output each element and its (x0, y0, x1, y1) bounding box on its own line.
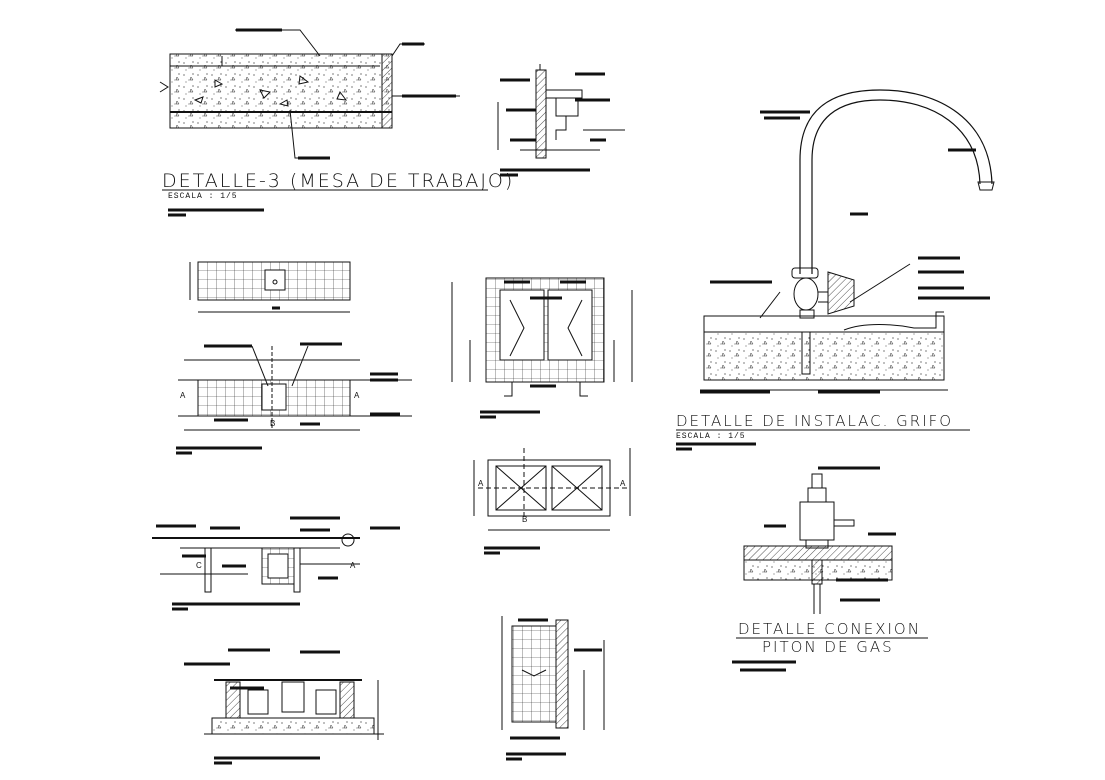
mesa-title: DETALLE-3 (MESA DE TRABAJO) (162, 170, 515, 192)
section-mark-b: B (270, 419, 275, 428)
elevacion-drawing (152, 516, 400, 611)
section-mark-a: A (180, 391, 186, 400)
section-mark-b: B (522, 515, 527, 524)
grifo-drawing (676, 89, 995, 451)
corte-bb-drawing (501, 616, 605, 761)
piton-title-line2: PITON DE GAS (762, 638, 894, 656)
section-mark-a: A (620, 479, 626, 488)
corte-small-drawing (497, 64, 625, 177)
section-mark-a: A (478, 479, 484, 488)
section-mark-a: A (354, 391, 360, 400)
planta-poza-drawing (473, 448, 631, 555)
section-mark-c: C (196, 561, 202, 570)
corte-mesa-drawing (184, 648, 384, 765)
mesa-scale: ESCALA : 1/5 (168, 192, 238, 201)
corte-poza-drawing (451, 277, 633, 419)
grifo-scale: ESCALA : 1/5 (676, 432, 746, 441)
grifo-title: DETALLE DE INSTALAC. GRIFO (676, 412, 954, 430)
section-mark-a: A (350, 561, 356, 570)
mesa-section-drawing (159, 28, 488, 217)
piton-title-line1: DETALLE CONEXION (738, 620, 921, 638)
piton-drawing (732, 466, 928, 672)
planta-mesa-drawing (176, 261, 412, 455)
